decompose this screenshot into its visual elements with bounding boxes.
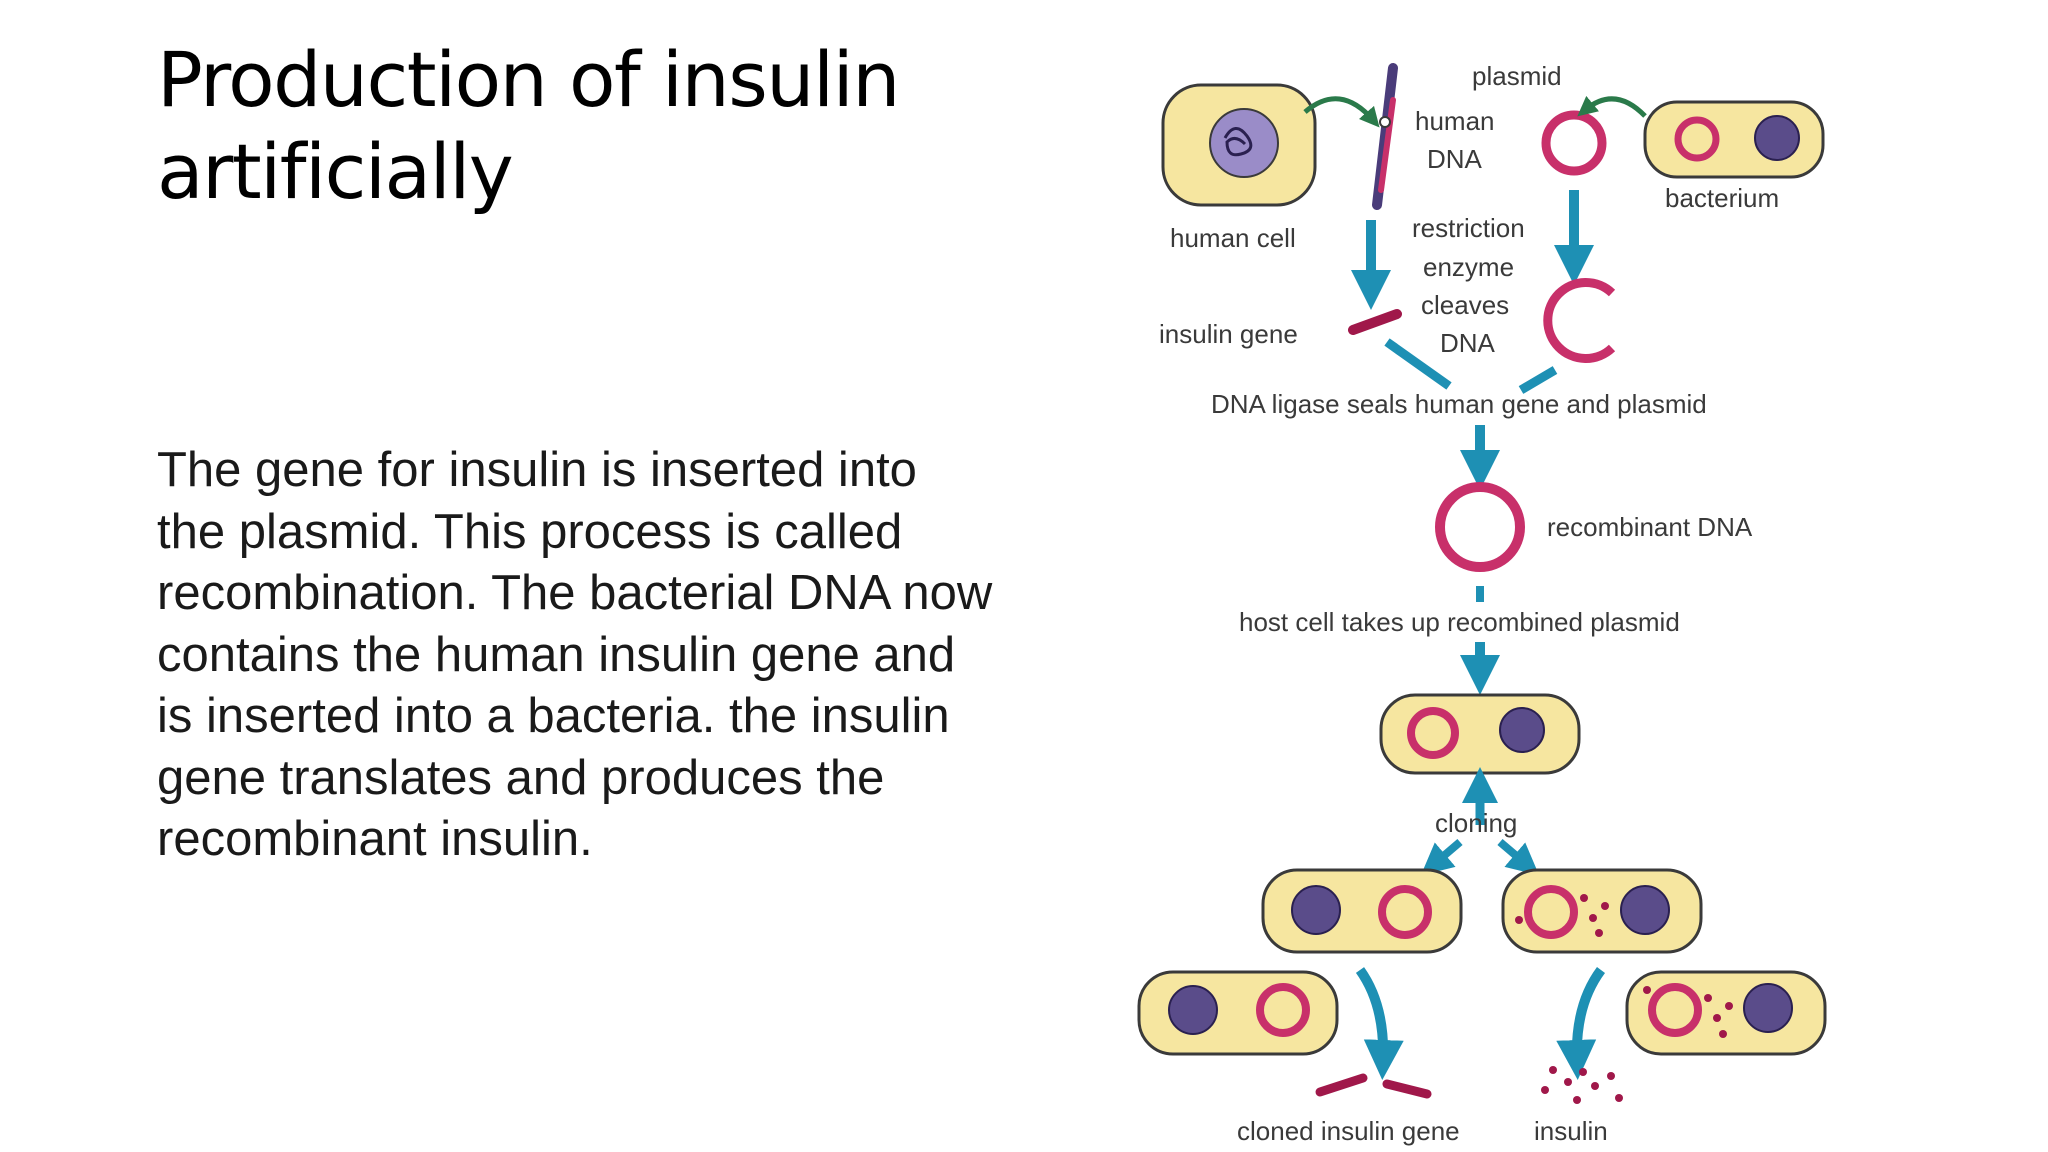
body-line: recombinant insulin. xyxy=(157,812,593,866)
label-human-dna: DNA xyxy=(1427,144,1483,174)
label-human-dna: human xyxy=(1415,106,1495,136)
label-insulin: insulin xyxy=(1534,1116,1608,1146)
label-recombinant: recombinant DNA xyxy=(1547,512,1753,542)
cut-plasmid xyxy=(1543,278,1616,363)
insulin-gene-fragment xyxy=(1348,309,1402,335)
body-line: recombination. The bacterial DNA now xyxy=(157,566,993,620)
label-cloned-insulin-gene: cloned insulin gene xyxy=(1237,1116,1460,1146)
green-arrow-icon xyxy=(1577,95,1647,118)
label-host-cell: host cell takes up recombined plasmid xyxy=(1239,607,1680,637)
cloned-bacterium xyxy=(1137,970,1339,1056)
arrow-icon xyxy=(1497,838,1540,876)
slide-title-line: Production of insulin xyxy=(157,35,900,124)
plasmid-ring xyxy=(1541,110,1607,176)
body-line: The gene for insulin is inserted into xyxy=(157,443,917,497)
host-bacterium xyxy=(1379,693,1581,775)
label-bacterium: bacterium xyxy=(1665,183,1779,213)
slide-title: Production of insulin artificially xyxy=(157,34,1057,218)
label-insulin-gene: insulin gene xyxy=(1159,319,1298,349)
human-dna-chromosome xyxy=(1372,63,1398,210)
label-restriction: cleaves xyxy=(1421,290,1509,320)
bacterium xyxy=(1643,100,1825,179)
label-cloning: cloning xyxy=(1435,808,1517,838)
label-human-cell: human cell xyxy=(1170,223,1296,253)
arrow-down-icon xyxy=(1355,967,1404,1080)
insulin-producing-bacterium xyxy=(1625,970,1827,1056)
human-cell xyxy=(1161,83,1317,207)
label-ligase: DNA ligase seals human gene and plasmid xyxy=(1211,389,1707,419)
label-restriction: DNA xyxy=(1440,328,1496,358)
insulin-production-diagram: human cell human DNA plasmid bacterium r… xyxy=(1125,40,1865,1152)
arrow-icon xyxy=(1518,366,1558,394)
insulin-producing-bacterium xyxy=(1501,868,1703,954)
arrow-down-icon xyxy=(1556,967,1606,1080)
cloned-insulin-gene-fragments xyxy=(1315,1073,1432,1099)
label-restriction: enzyme xyxy=(1423,252,1514,282)
label-restriction: restriction xyxy=(1412,213,1525,243)
body-line: gene translates and produces the xyxy=(157,750,885,805)
body-line: is inserted into a bacteria. the insulin xyxy=(157,689,950,743)
body-line: the plasmid. This process is called xyxy=(157,504,903,559)
arrow-icon xyxy=(1420,838,1463,876)
recombinant-plasmid xyxy=(1435,482,1525,572)
body-line: contains the human insulin gene and xyxy=(157,627,956,682)
cloned-bacterium xyxy=(1261,868,1463,954)
slide-title-line: artificially xyxy=(157,127,514,216)
label-plasmid: plasmid xyxy=(1472,61,1562,91)
green-arrow-icon xyxy=(1303,96,1380,128)
slide-body-text: The gene for insulin is inserted into th… xyxy=(157,440,1057,871)
insulin-molecules xyxy=(1541,1066,1623,1104)
arrow-icon xyxy=(1384,338,1452,390)
